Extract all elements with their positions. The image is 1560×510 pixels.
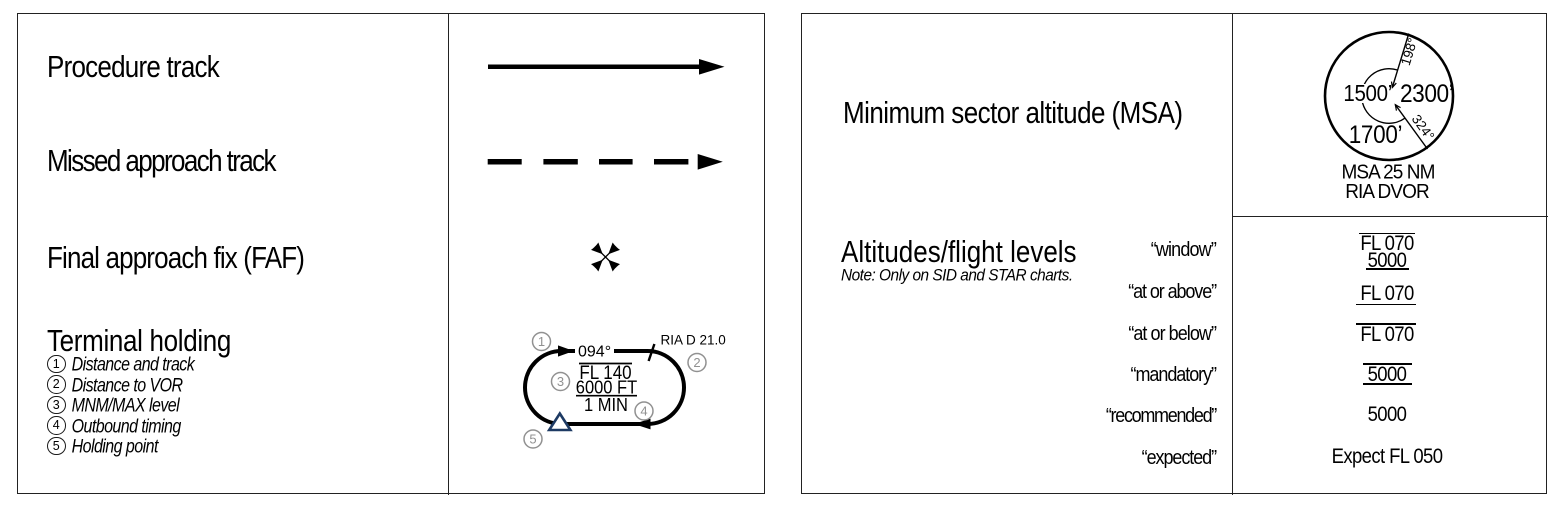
svg-text:2: 2	[693, 355, 700, 370]
svg-text:2300’: 2300’	[1400, 80, 1453, 108]
svg-text:MSA 25 NM: MSA 25 NM	[1342, 161, 1435, 184]
svg-text:RIA D 21.0: RIA D 21.0	[661, 332, 726, 347]
svg-text:5: 5	[529, 432, 536, 447]
svg-text:198°: 198°	[1398, 36, 1421, 67]
svg-text:1500’: 1500’	[1343, 80, 1392, 106]
svg-text:FL 140: FL 140	[579, 362, 631, 383]
svg-text:324°: 324°	[1409, 112, 1438, 143]
svg-text:6000 FT: 6000 FT	[576, 377, 638, 398]
svg-text:1: 1	[538, 334, 545, 349]
svg-text:1 MIN: 1 MIN	[584, 394, 628, 415]
svg-text:RIA DVOR: RIA DVOR	[1345, 180, 1429, 203]
svg-text:094°: 094°	[578, 343, 611, 360]
svg-text:3: 3	[557, 374, 564, 389]
svg-text:1700’: 1700’	[1349, 121, 1403, 149]
svg-text:4: 4	[640, 404, 647, 419]
